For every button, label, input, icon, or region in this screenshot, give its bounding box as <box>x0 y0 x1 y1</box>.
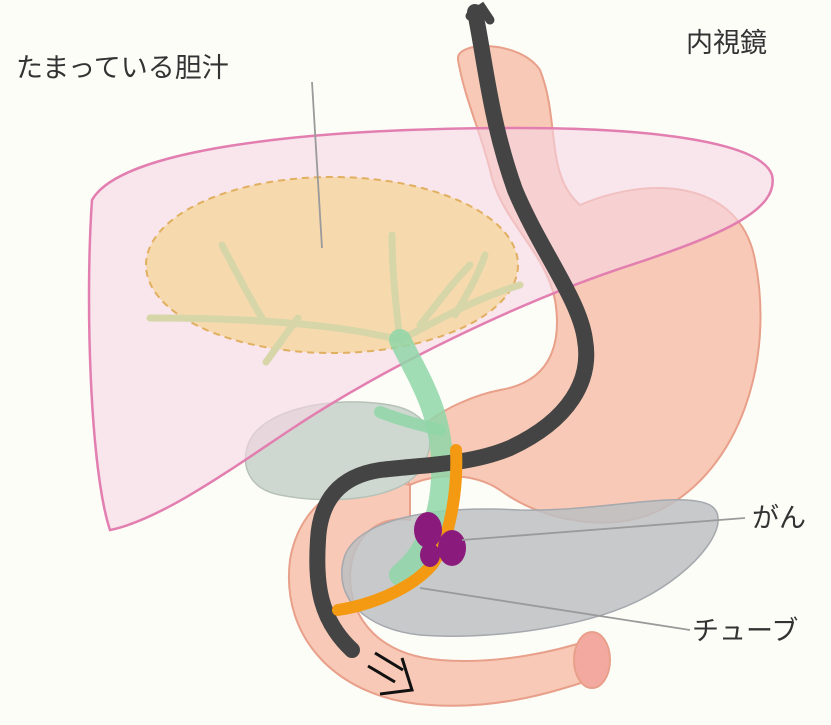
tube-label: チューブ <box>692 618 798 645</box>
cancer-label: がん <box>752 505 806 532</box>
duodenum-end <box>574 632 610 688</box>
bile-label: たまっている胆汁 <box>16 55 229 82</box>
endoscope-label: 内視鏡 <box>686 30 767 57</box>
